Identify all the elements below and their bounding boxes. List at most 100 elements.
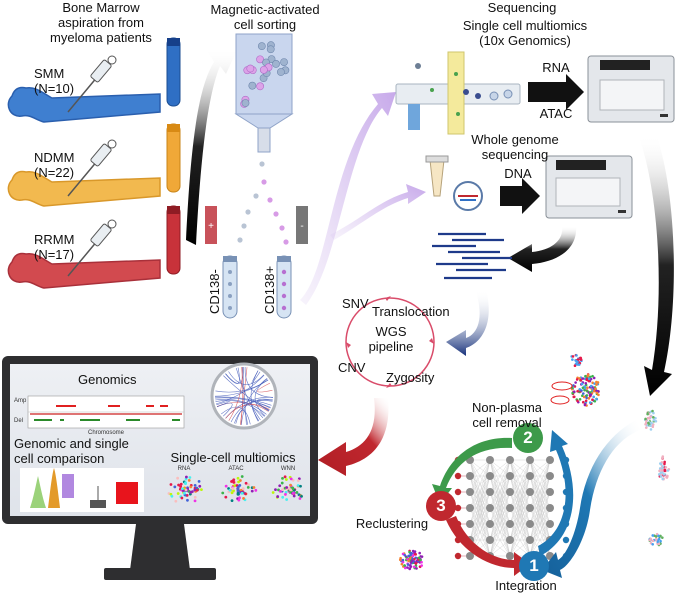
- circos-link: [215, 397, 271, 408]
- translocation-label: Translocation: [372, 304, 450, 319]
- cluster-point: [594, 387, 597, 391]
- cluster-point: [654, 535, 658, 538]
- umap-point: [285, 486, 289, 489]
- falling-cell: [241, 223, 247, 229]
- macs-title-line1: Magnetic-activated: [210, 2, 320, 17]
- network-node: [526, 504, 534, 512]
- umap-point: [278, 484, 282, 488]
- umap-point: [230, 499, 234, 503]
- cd138-neg-label: CD138-: [207, 269, 222, 314]
- cluster-point: [654, 419, 658, 423]
- tube-rrmm-icon: [166, 205, 181, 275]
- multiomics-monitor-label: Single-cell multiomics: [170, 450, 296, 465]
- cluster-point: [652, 416, 655, 419]
- network-node: [526, 520, 534, 528]
- macs-cell: [241, 99, 250, 107]
- umap-point: [193, 495, 197, 499]
- cluster-point: [659, 471, 663, 474]
- cluster-point: [592, 395, 596, 399]
- cnv-plot: [27, 395, 185, 429]
- circos-plot: [210, 362, 278, 430]
- cluster-point: [401, 558, 405, 562]
- falling-cell: [283, 239, 289, 245]
- cluster-point: [649, 428, 653, 431]
- cluster-point: [657, 534, 660, 538]
- umap-point: [276, 495, 280, 498]
- circos-link: [257, 382, 273, 393]
- network-node: [466, 488, 474, 496]
- cluster-point: [406, 566, 409, 569]
- comparison-label: Genomic and single cell comparison: [14, 436, 129, 466]
- step-3-number: 3: [436, 496, 446, 515]
- arrow-to-monitor: [318, 398, 389, 476]
- cluster-point: [652, 418, 656, 422]
- falling-cell: [259, 161, 265, 167]
- bone-rrmm: [7, 252, 161, 289]
- umap-point: [284, 493, 287, 496]
- bone-ndmm: [7, 170, 161, 207]
- cluster-point: [584, 374, 587, 378]
- cluster-point: [572, 395, 576, 399]
- umap-point: [279, 489, 282, 493]
- cluster-point: [413, 557, 416, 561]
- umap-point: [198, 484, 202, 488]
- circos-link: [214, 379, 269, 397]
- macs-cell: [266, 45, 275, 54]
- cluster-point: [649, 424, 652, 427]
- arrow-dna: [500, 178, 540, 214]
- network-node: [506, 536, 514, 544]
- network-node: [506, 472, 514, 480]
- umap-point: [169, 483, 173, 486]
- cluster-point: [659, 475, 663, 478]
- cluster-point: [597, 393, 600, 397]
- network-edge: [489, 459, 511, 525]
- cluster-point: [584, 386, 587, 390]
- step2-label-line2: cell removal: [472, 415, 542, 430]
- cluster-point: [644, 426, 648, 429]
- circos-link: [254, 378, 268, 417]
- cluster-point: [651, 542, 654, 546]
- group-rrmm-name: RRMM: [34, 232, 75, 247]
- circos-link: [235, 409, 248, 425]
- umap-point: [296, 484, 300, 487]
- network-edge: [489, 539, 511, 557]
- cluster-point: [651, 425, 655, 429]
- macs-cell: [280, 58, 288, 66]
- umap-label-rna: RNA: [177, 466, 191, 472]
- network-input-node: [454, 552, 462, 560]
- network-edge: [489, 459, 511, 509]
- network-edge: [489, 459, 511, 477]
- macs-cell: [256, 82, 265, 91]
- macs-column: [234, 33, 294, 153]
- cluster-point: [647, 416, 650, 420]
- cluster-point: [591, 398, 594, 402]
- umap-point: [232, 478, 236, 482]
- step-2-badge: [513, 423, 543, 453]
- wgs-title-line2: sequencing: [481, 147, 549, 162]
- circos-link: [235, 367, 261, 421]
- cluster-point: [401, 560, 405, 564]
- network-edge: [509, 459, 531, 477]
- umap-point: [184, 488, 188, 492]
- cluster-point: [654, 416, 657, 420]
- step-1-badge: [519, 551, 549, 581]
- step2-label-line1: Non-plasma: [471, 400, 543, 415]
- network-input-node: [454, 504, 462, 512]
- umap-point: [292, 491, 295, 495]
- cluster-point: [595, 383, 598, 386]
- cluster-point: [664, 465, 668, 469]
- network-node: [466, 552, 474, 560]
- comparison-plots: [20, 468, 144, 512]
- arrow-rna-atac: [528, 74, 584, 110]
- genomics-label: Genomics: [78, 372, 137, 387]
- bone-marrow-title-line3: myeloma patients: [50, 30, 152, 45]
- cluster-point: [588, 393, 592, 397]
- cluster-point: [591, 374, 594, 378]
- comparison-label-line2: cell comparison: [14, 451, 105, 466]
- step2-label: Non-plasma cell removal: [452, 400, 562, 430]
- umap-point: [244, 481, 248, 485]
- cluster-point: [588, 391, 592, 394]
- dna-magnifier-icon: [453, 181, 483, 211]
- cluster-point: [583, 388, 586, 392]
- bone-smm: [7, 86, 161, 123]
